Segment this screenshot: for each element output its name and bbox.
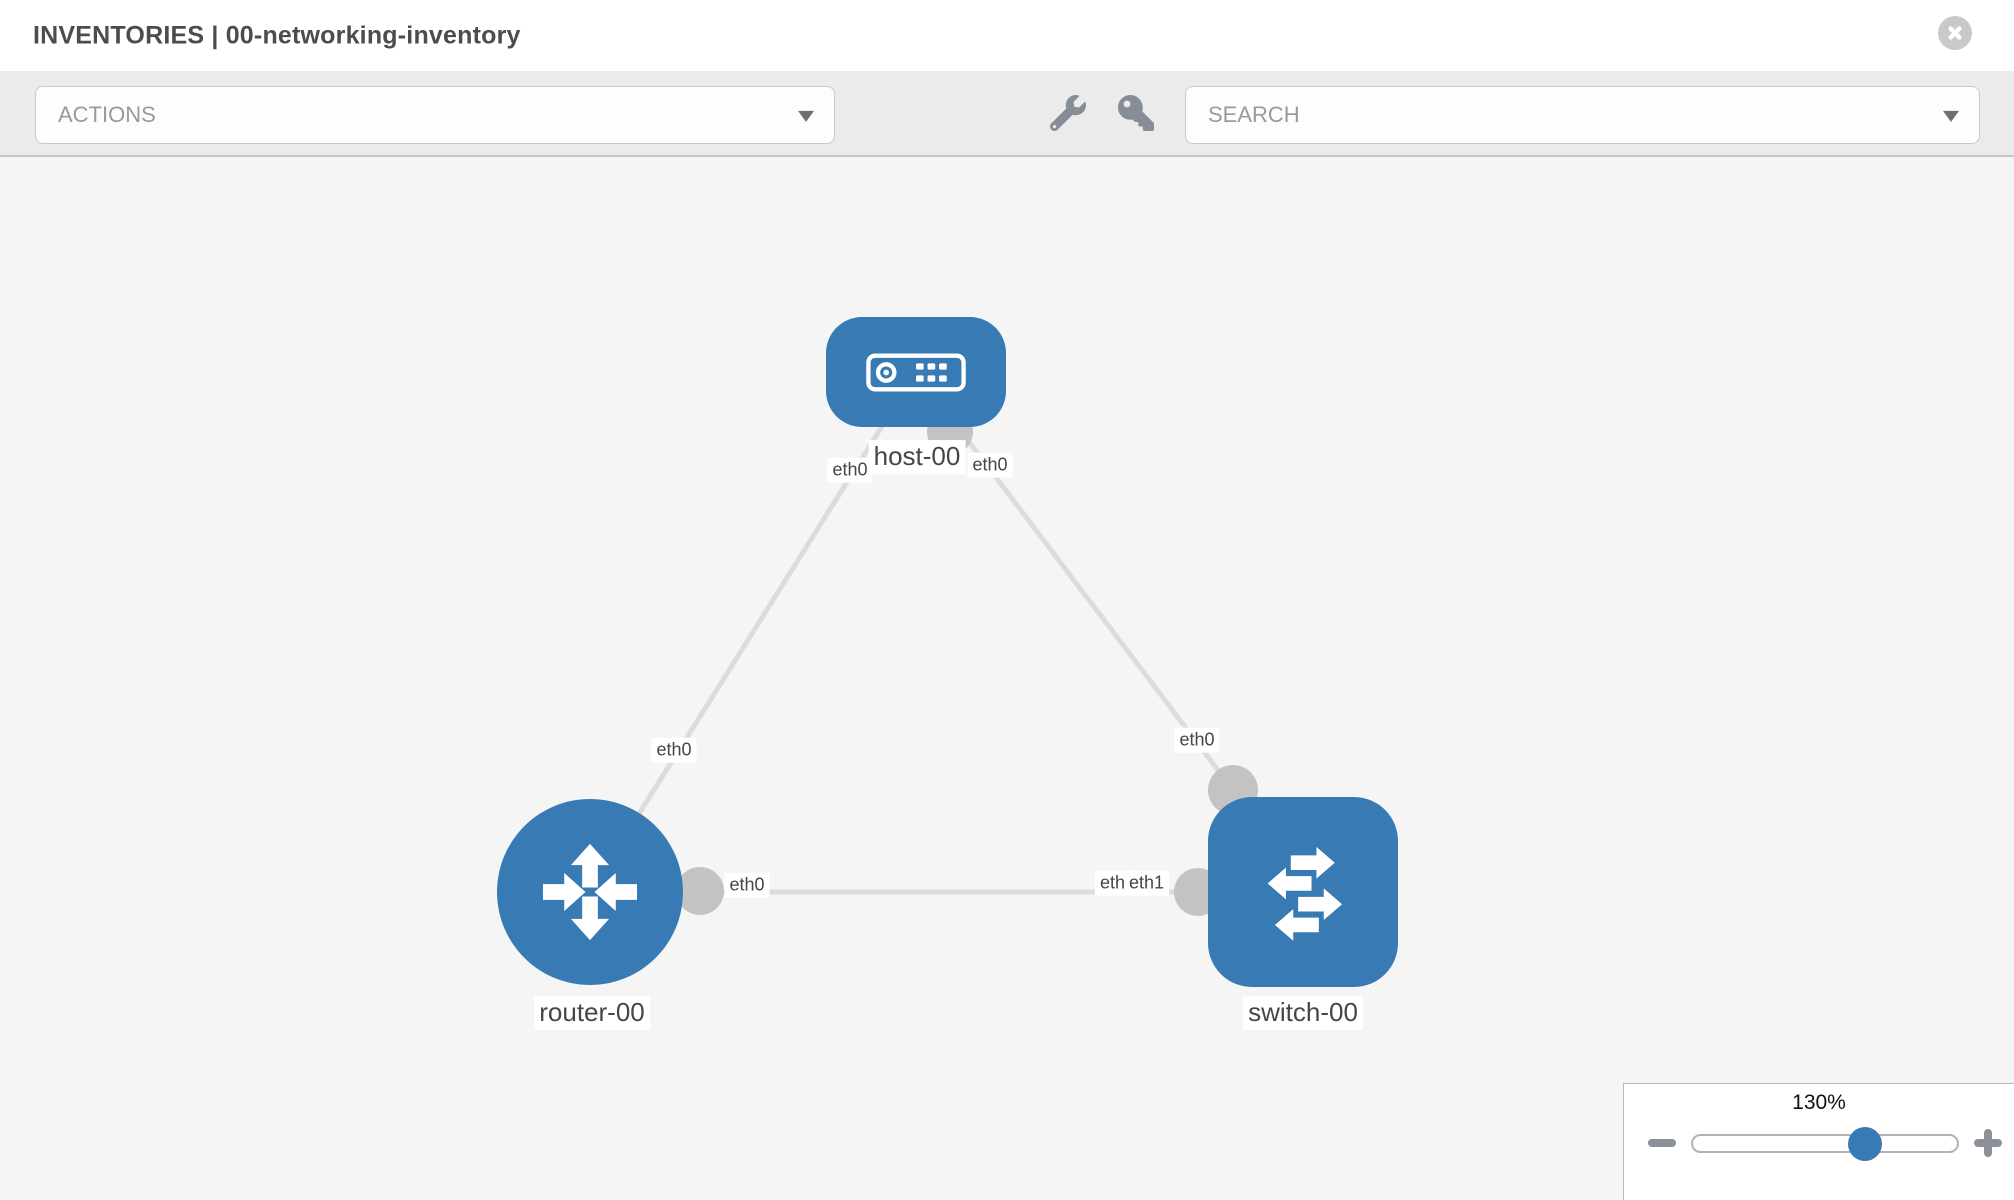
zoom-in-icon[interactable] xyxy=(1974,1129,2002,1157)
node-label-host: host-00 xyxy=(868,440,966,474)
header: INVENTORIES | 00-networking-inventory xyxy=(0,0,2014,71)
iface-label-router-top: eth0 xyxy=(651,737,697,763)
zoom-out-icon[interactable] xyxy=(1648,1139,1676,1147)
host-icon xyxy=(866,353,966,392)
wrench-icon xyxy=(1050,95,1086,131)
configure-button[interactable] xyxy=(1046,91,1090,135)
toolbar: ACTIONS SEARCH xyxy=(0,71,2014,157)
chevron-down-icon xyxy=(798,110,814,122)
iface-label-switch-top: eth0 xyxy=(1174,727,1220,753)
interface-circle-router-right[interactable] xyxy=(676,867,724,915)
node-label-router: router-00 xyxy=(534,996,650,1030)
zoom-control-panel: 130% xyxy=(1623,1083,2014,1200)
search-dropdown-label: SEARCH xyxy=(1208,102,1300,127)
topology-canvas[interactable]: host-00 eth0 eth0 eth0 eth0 eth0 eth0 et… xyxy=(0,157,2014,1200)
search-dropdown[interactable]: SEARCH xyxy=(1185,86,1980,144)
topology-links-layer xyxy=(587,370,1303,916)
close-button[interactable] xyxy=(1938,16,1972,50)
close-icon xyxy=(1947,25,1963,41)
zoom-slider-track[interactable] xyxy=(1691,1127,1959,1161)
switch-icon xyxy=(1242,831,1364,953)
actions-dropdown-label: ACTIONS xyxy=(58,102,156,127)
router-icon xyxy=(534,836,646,948)
node-host-00[interactable] xyxy=(826,317,1006,427)
iface-label-host-left: eth0 xyxy=(827,457,873,483)
actions-dropdown[interactable]: ACTIONS xyxy=(35,86,835,144)
chevron-down-icon xyxy=(1943,110,1959,122)
zoom-slider-thumb[interactable] xyxy=(1848,1127,1882,1161)
node-router-00[interactable] xyxy=(497,799,683,985)
iface-label-router-right: eth0 xyxy=(724,872,770,898)
credentials-button[interactable] xyxy=(1114,91,1158,135)
node-label-switch: switch-00 xyxy=(1243,996,1363,1030)
iface-label-switch-left: eth1 xyxy=(1124,870,1170,896)
zoom-level-value: 130% xyxy=(1792,1091,1846,1114)
iface-label-host-right: eth0 xyxy=(967,452,1013,478)
page-title: INVENTORIES | 00-networking-inventory xyxy=(33,21,521,49)
node-switch-00[interactable] xyxy=(1208,797,1398,987)
key-icon xyxy=(1118,95,1154,131)
